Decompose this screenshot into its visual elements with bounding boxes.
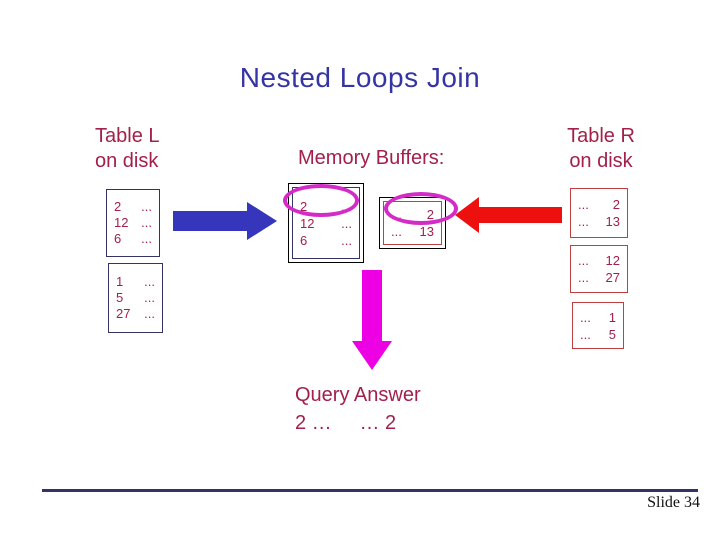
record-row: ... 5	[580, 326, 616, 343]
record-dots: ...	[144, 274, 155, 289]
arrow-shaft	[173, 211, 247, 231]
memory-buffer-l-frame: 2... 12... 6...	[292, 187, 360, 259]
table-r-label-line1: Table R	[567, 125, 635, 147]
table-l-label: Table L on disk	[95, 124, 160, 174]
record-key: 27	[605, 270, 620, 285]
query-answer-label: Query Answer	[295, 384, 421, 406]
record-key: 2	[300, 198, 308, 214]
record-row: 6...	[114, 231, 152, 247]
record-row: 5...	[116, 290, 155, 306]
arrow-head	[455, 197, 479, 233]
record-key: 5	[608, 326, 616, 342]
record-row: ... 27	[578, 269, 620, 286]
footer-divider	[42, 489, 698, 492]
table-r-page-2: ... 12 ... 27	[570, 245, 628, 293]
table-l-page-2: 1... 5... 27...	[108, 263, 163, 333]
record-dots: ...	[578, 214, 589, 229]
record-row: ... 13	[391, 223, 434, 240]
arrow-head	[247, 202, 277, 240]
record-row: ... 2	[578, 196, 620, 213]
record-key: 1	[116, 274, 124, 289]
arrow-head	[352, 341, 392, 370]
arrow-shaft	[479, 207, 562, 223]
record-dots: ...	[341, 198, 352, 214]
record-key: 2	[114, 199, 122, 214]
record-row: 27...	[116, 306, 155, 322]
record-row: 1...	[116, 274, 155, 290]
record-row: ... 12	[578, 252, 620, 269]
record-key: 13	[605, 214, 620, 229]
record-row: 2...	[300, 198, 352, 215]
record-dots: ...	[391, 224, 402, 239]
record-dots: ...	[141, 231, 152, 246]
red-left-arrow-icon	[455, 197, 562, 233]
record-dots: ...	[580, 309, 591, 325]
record-row: 12...	[114, 215, 152, 231]
record-dots: ...	[341, 215, 352, 231]
memory-buffer-l: 2... 12... 6...	[288, 183, 364, 263]
table-l-page-1: 2... 12... 6...	[106, 189, 160, 257]
record-key: 12	[605, 253, 620, 268]
magenta-down-arrow-icon	[352, 270, 392, 370]
record-row: 2...	[114, 199, 152, 215]
record-dots: ...	[391, 207, 402, 222]
record-row: 6...	[300, 232, 352, 249]
record-key: 6	[300, 232, 308, 248]
table-r-page-1: ... 2 ... 13	[570, 188, 628, 238]
record-key: 2	[426, 207, 434, 222]
table-r-label-line2: on disk	[569, 150, 633, 172]
record-key: 13	[419, 224, 434, 239]
record-key: 2	[612, 197, 620, 212]
query-answer-value: 2 … … 2	[295, 412, 397, 434]
slide-number: Slide 34	[647, 494, 700, 511]
record-key: 6	[114, 231, 122, 246]
record-dots: ...	[144, 306, 155, 321]
record-row: ... 2	[391, 206, 434, 223]
record-dots: ...	[341, 232, 352, 248]
record-key: 12	[300, 215, 315, 231]
record-key: 1	[608, 309, 616, 325]
record-dots: ...	[141, 199, 152, 214]
memory-buffer-r-frame: ... 2 ... 13	[383, 201, 442, 245]
record-row: ... 13	[578, 213, 620, 230]
record-dots: ...	[141, 215, 152, 230]
table-r-page-3: ... 1 ... 5	[572, 302, 624, 349]
record-key: 27	[116, 306, 131, 321]
record-dots: ...	[578, 197, 589, 212]
arrow-shaft	[362, 270, 382, 341]
memory-buffers-label: Memory Buffers:	[298, 147, 445, 169]
record-dots: ...	[578, 270, 589, 285]
query-answer-block: Query Answer 2 … … 2	[295, 381, 421, 437]
blue-right-arrow-icon	[173, 202, 277, 240]
table-l-label-line2: on disk	[95, 150, 159, 172]
record-dots: ...	[578, 253, 589, 268]
record-row: 12...	[300, 215, 352, 232]
record-key: 12	[114, 215, 129, 230]
record-dots: ...	[144, 290, 155, 305]
table-l-label-line1: Table L	[95, 125, 160, 147]
slide-title: Nested Loops Join	[239, 62, 481, 93]
table-r-label: Table R on disk	[560, 124, 642, 174]
record-row: ... 1	[580, 309, 616, 326]
record-dots: ...	[580, 326, 591, 342]
memory-buffer-r: ... 2 ... 13	[379, 197, 446, 249]
record-key: 5	[116, 290, 124, 305]
